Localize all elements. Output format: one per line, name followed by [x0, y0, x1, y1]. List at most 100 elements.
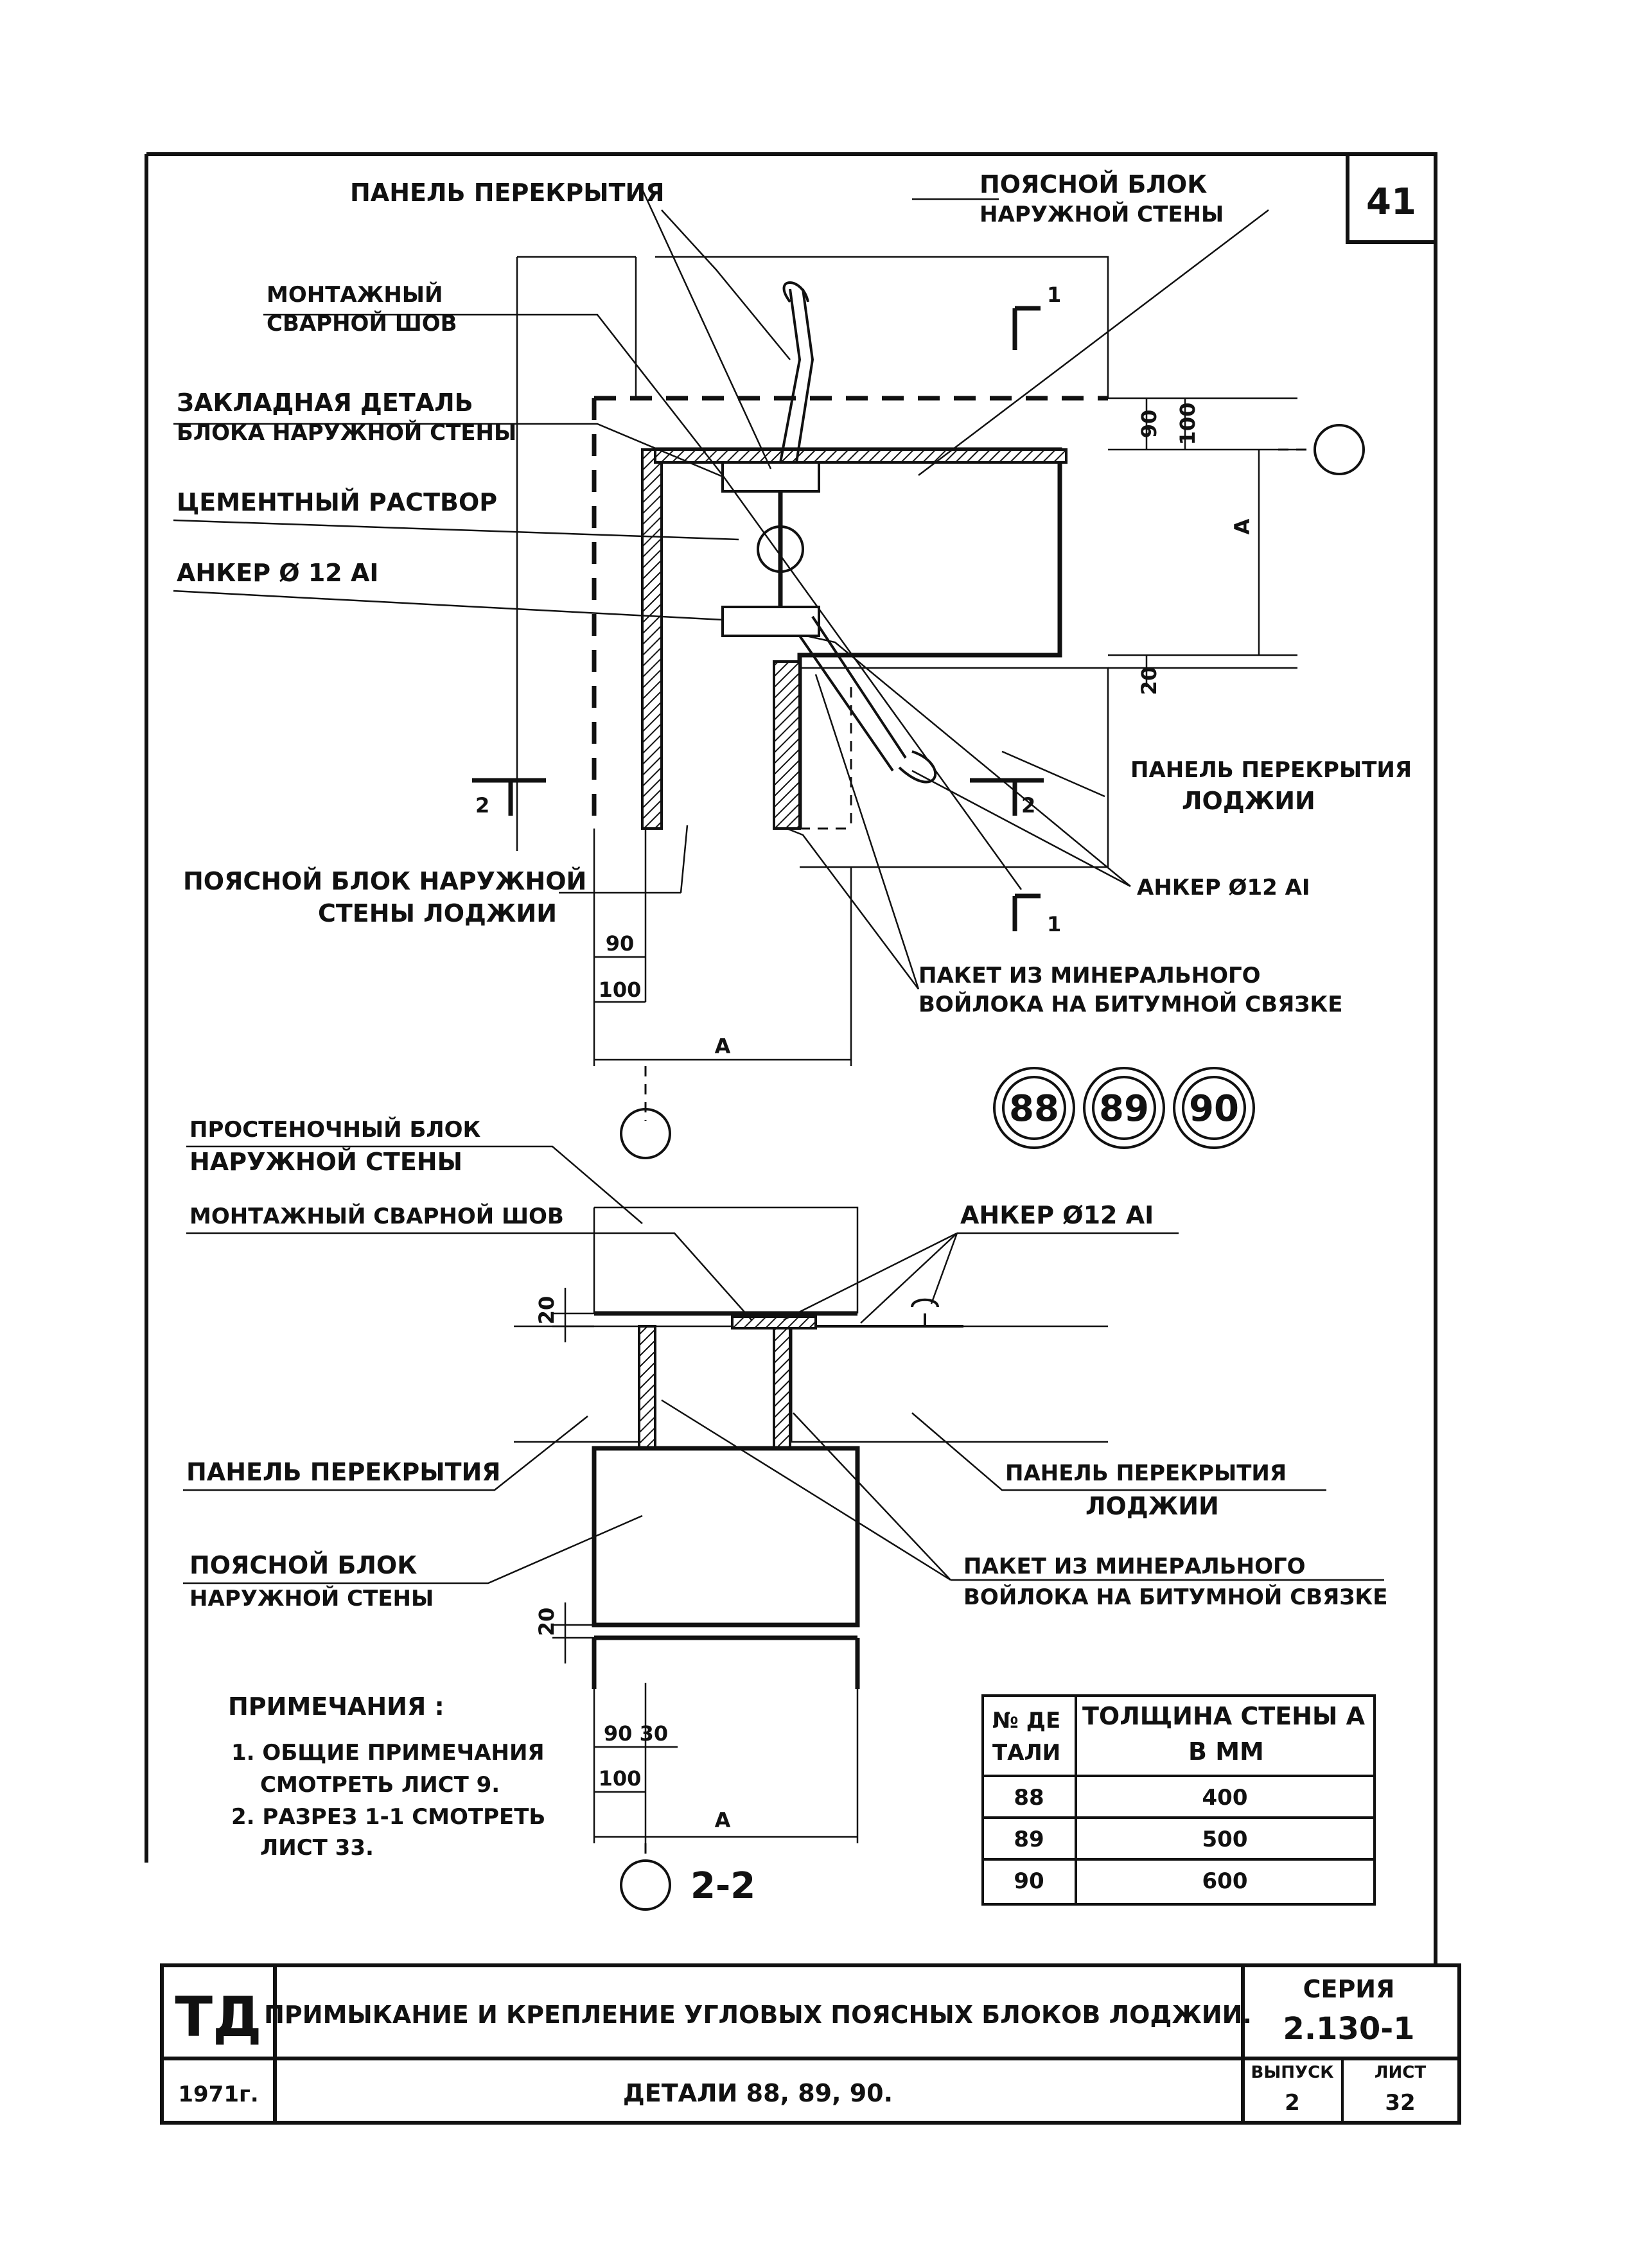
- note-2b: ЛИСТ 33.: [260, 1835, 374, 1861]
- outer-wall-block-outline: [655, 256, 1109, 398]
- section-mark-2-right: [970, 778, 1044, 816]
- insulation-top: [654, 448, 1068, 464]
- title-block-subtitle: ДЕТАЛИ 88, 89, 90.: [623, 2079, 893, 2107]
- note-1b: СМОТРЕТЬ ЛИСТ 9.: [260, 1772, 500, 1798]
- section-weld: [731, 1315, 817, 1329]
- dim-lines-right: [1145, 398, 1260, 687]
- section-mark-1-bottom: [1012, 893, 1041, 931]
- section-2-left-label: 2: [475, 793, 489, 818]
- label-anker-left: АНКЕР Ø 12 АI: [177, 559, 379, 587]
- label-prosten-1: ПРОСТЕНОЧНЫЙ БЛОК: [189, 1116, 481, 1143]
- section-axis-marker: [620, 1859, 671, 1911]
- label-panel-lodzhii-2: ЛОДЖИИ: [1182, 787, 1315, 815]
- slab-outlines: [514, 1325, 1108, 1443]
- section-dim-9030: 90 30: [604, 1721, 668, 1746]
- section-dim-100: 100: [599, 1766, 642, 1791]
- section-2-2-view: [183, 1145, 1384, 1911]
- detail-circle-88: [993, 1067, 1075, 1149]
- section-dim-20a: 20: [534, 1296, 559, 1325]
- section-belt-block-lower: [592, 1635, 860, 1689]
- title-block-list-label: ЛИСТ: [1375, 2063, 1426, 2082]
- title-block-vypusk-label: ВЫПУСК: [1251, 2063, 1334, 2082]
- cement-mortar-pocket: [757, 525, 804, 573]
- belt-block-outline: [655, 447, 1062, 829]
- label-paket-2: ВОЙЛОКА НА БИТУМНОЙ СВЯЗКЕ: [918, 991, 1342, 1017]
- floor-panel-outline: [516, 256, 637, 851]
- axis-marker-top: [1314, 424, 1365, 475]
- label-poyasnoy-blok: ПОЯСНОЙ БЛОК: [980, 170, 1207, 198]
- label-prosten-2: НАРУЖНОЙ СТЕНЫ: [189, 1148, 462, 1176]
- title-block-vypusk-value: 2: [1285, 2090, 1300, 2116]
- table-row-thickness: 400: [1202, 1785, 1248, 1811]
- label-naruzhnoy-steny: НАРУЖНОЙ СТЕНЫ: [980, 201, 1224, 227]
- section-dim-20b: 20: [534, 1608, 559, 1637]
- label-poyas-lodzhii-1: ПОЯСНОЙ БЛОК НАРУЖНОЙ: [183, 867, 586, 895]
- dim-100-bottom: 100: [599, 978, 642, 1002]
- section-mark-1-top: [1012, 306, 1041, 350]
- detail-circles: [993, 1067, 1255, 1149]
- title-block-seriya-label: СЕРИЯ: [1303, 1975, 1395, 2003]
- label-montazh-2: СВАРНОЙ ШОВ: [267, 310, 457, 337]
- leader-lines-right: [680, 198, 1269, 990]
- anchor-loggia: [798, 615, 937, 784]
- table-header-detail-1: № ДЕ: [992, 1708, 1060, 1733]
- title-block-year: 1971г.: [178, 2082, 258, 2107]
- label-anker-right: АНКЕР Ø12 АI: [1137, 875, 1310, 900]
- dim-90-right: 90: [1137, 410, 1161, 439]
- section-dims-horizontal: [593, 1683, 859, 1843]
- notes-title: ПРИМЕЧАНИЯ :: [228, 1692, 444, 1721]
- label-section-paket-1: ПАКЕТ ИЗ МИНЕРАЛЬНОГО: [963, 1554, 1306, 1579]
- section-title: 2-2: [690, 1865, 755, 1907]
- note-1a: 1. ОБЩИЕ ПРИМЕЧАНИЯ: [231, 1740, 545, 1766]
- loggia-panel-outline: [800, 667, 1109, 868]
- title-block-list-value: 32: [1385, 2090, 1415, 2116]
- slab-gap-edges: [640, 1326, 793, 1442]
- detail-89-label: 89: [1099, 1088, 1149, 1130]
- pier-block-outline: [593, 1206, 859, 1313]
- section-2-right-label: 2: [1021, 793, 1035, 818]
- leader-lines-left: [173, 189, 1023, 890]
- label-paket-1: ПАКЕТ ИЗ МИНЕРАЛЬНОГО: [918, 963, 1261, 988]
- table-header-thickness-2: В ММ: [1188, 1737, 1264, 1766]
- section-anchor: [816, 1298, 963, 1328]
- thickness-table: [981, 1694, 1376, 1906]
- label-section-panel-right-1: ПАНЕЛЬ ПЕРЕКРЫТИЯ: [1005, 1461, 1287, 1486]
- table-header-thickness-1: ТОЛЩИНА СТЕНЫ А: [1082, 1702, 1366, 1730]
- embedded-plate-bottom: [721, 606, 820, 637]
- top-plan-view: [173, 189, 1365, 1159]
- anchor-top: [779, 288, 814, 463]
- insulation-vertical: [641, 448, 663, 830]
- label-section-panel-right-2: ЛОДЖИИ: [1085, 1492, 1219, 1520]
- detail-90-label: 90: [1189, 1088, 1239, 1130]
- dim-A-bottom: А: [715, 1034, 731, 1058]
- table-header-detail-2: ТАЛИ: [992, 1740, 1060, 1766]
- title-block-seriya-value: 2.130-1: [1283, 2011, 1414, 2047]
- label-zaklad-2: БЛОКА НАРУЖНОЙ СТЕНЫ: [177, 419, 516, 446]
- label-zaklad-1: ЗАКЛАДНАЯ ДЕТАЛЬ: [177, 389, 473, 417]
- label-panel-lodzhii-1: ПАНЕЛЬ ПЕРЕКРЫТИЯ: [1130, 757, 1412, 783]
- title-block-title: ПРИМЫКАНИЕ И КРЕПЛЕНИЕ УГЛОВЫХ ПОЯСНЫХ Б…: [264, 2001, 1252, 2029]
- table-row-detail: 90: [1014, 1868, 1044, 1894]
- section-insulation-left: [638, 1325, 656, 1450]
- sheet-frame: [145, 152, 1437, 1965]
- anchor-hook-top: [782, 281, 809, 303]
- table-row-thickness: 500: [1202, 1827, 1248, 1852]
- section-1-bottom-label: 1: [1047, 912, 1061, 936]
- embedded-plate-top: [721, 461, 820, 493]
- label-section-montazh: МОНТАЖНЫЙ СВАРНОЙ ШОВ: [189, 1203, 564, 1229]
- label-section-panel-left: ПАНЕЛЬ ПЕРЕКРЫТИЯ: [186, 1458, 501, 1486]
- detail-88-label: 88: [1009, 1088, 1059, 1130]
- table-row-detail: 88: [1014, 1785, 1044, 1811]
- dim-20-right: 20: [1137, 667, 1161, 696]
- label-section-paket-2: ВОЙЛОКА НА БИТУМНОЙ СВЯЗКЕ: [963, 1584, 1387, 1610]
- label-poyas-lodzhii-2: СТЕНЫ ЛОДЖИИ: [318, 899, 557, 927]
- dim-A-right: А: [1230, 518, 1254, 534]
- table-row-thickness: 600: [1202, 1868, 1248, 1894]
- section-dim-A: А: [715, 1808, 731, 1832]
- section-insulation-right: [773, 1325, 791, 1450]
- section-1-top-label: 1: [1047, 283, 1061, 307]
- dim-100-right: 100: [1175, 403, 1200, 446]
- section-mark-2-left: [472, 778, 546, 816]
- title-block: [160, 1963, 1461, 2125]
